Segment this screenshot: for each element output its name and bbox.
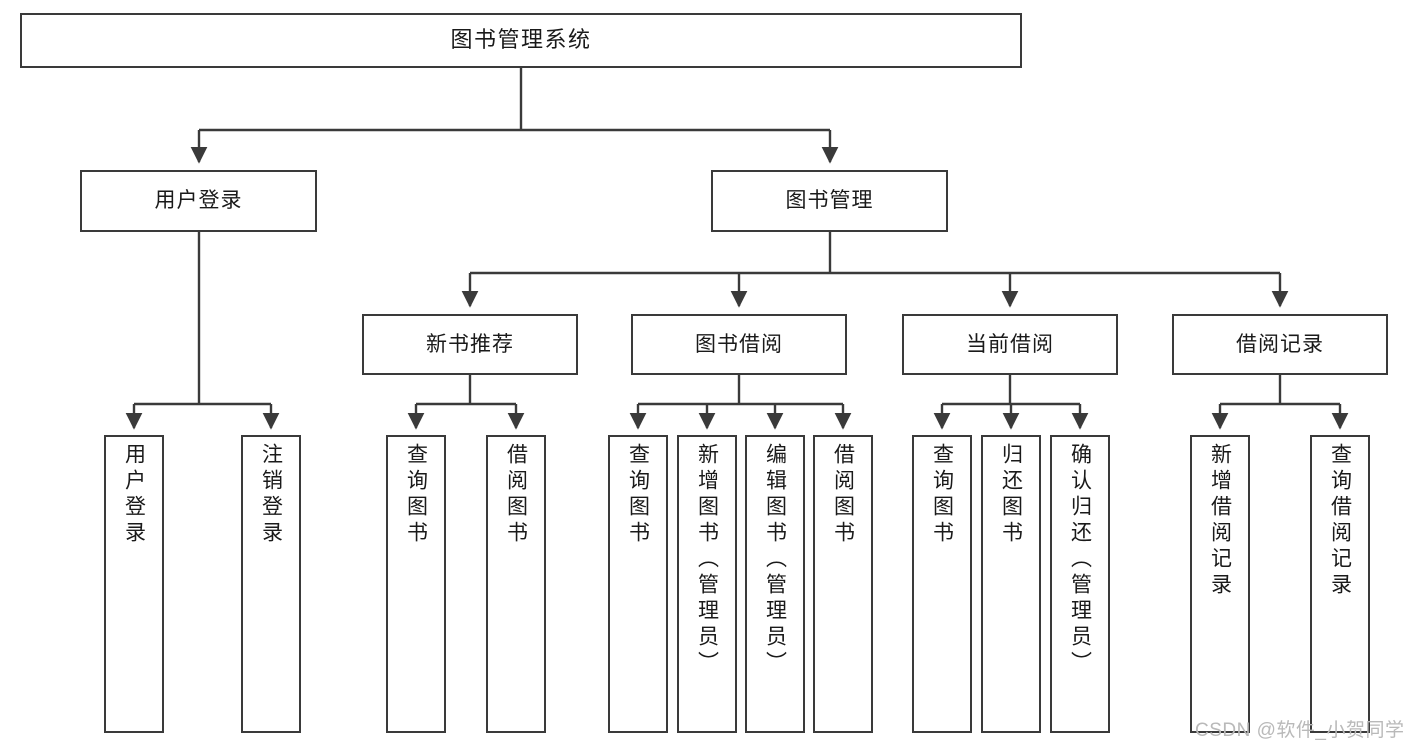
node-label: 查询借阅记录: [1328, 443, 1352, 599]
node-label: 当前借阅: [966, 332, 1054, 356]
leaf-query-book-rec[interactable]: 查询图书: [386, 435, 446, 733]
node-label: 编辑图书（管理员）: [763, 443, 787, 677]
leaf-add-borrow-record[interactable]: 新增借阅记录: [1190, 435, 1250, 733]
leaf-logout-login[interactable]: 注销登录: [241, 435, 301, 733]
leaf-edit-book-admin[interactable]: 编辑图书（管理员）: [745, 435, 805, 733]
node-borrow-record[interactable]: 借阅记录: [1172, 314, 1388, 375]
node-label: 借阅图书: [504, 443, 528, 547]
node-label: 新书推荐: [426, 332, 514, 356]
leaf-borrow-book-rec[interactable]: 借阅图书: [486, 435, 546, 733]
node-label: 确认归还（管理员）: [1068, 443, 1092, 677]
node-label: 新增图书（管理员）: [695, 443, 719, 677]
node-label: 查询图书: [404, 443, 428, 547]
node-label: 归还图书: [999, 443, 1023, 547]
node-label: 借阅记录: [1236, 332, 1324, 356]
leaf-borrow-book[interactable]: 借阅图书: [813, 435, 873, 733]
node-user-login[interactable]: 用户登录: [80, 170, 317, 232]
node-label: 用户登录: [122, 443, 146, 547]
node-label: 查询图书: [930, 443, 954, 547]
leaf-add-book-admin[interactable]: 新增图书（管理员）: [677, 435, 737, 733]
node-label: 注销登录: [259, 443, 283, 547]
node-current-borrow[interactable]: 当前借阅: [902, 314, 1118, 375]
leaf-user-login[interactable]: 用户登录: [104, 435, 164, 733]
leaf-return-book[interactable]: 归还图书: [981, 435, 1041, 733]
node-new-book-recommend[interactable]: 新书推荐: [362, 314, 578, 375]
node-root-system[interactable]: 图书管理系统: [20, 13, 1022, 68]
node-label: 图书管理系统: [450, 27, 592, 53]
node-label: 用户登录: [154, 189, 243, 213]
node-label: 借阅图书: [831, 443, 855, 547]
node-label: 图书借阅: [695, 332, 783, 356]
watermark: CSDN @软件_小贺同学: [1195, 720, 1405, 741]
node-book-borrow[interactable]: 图书借阅: [631, 314, 847, 375]
node-label: 查询图书: [626, 443, 650, 547]
leaf-confirm-return-admin[interactable]: 确认归还（管理员）: [1050, 435, 1110, 733]
node-label: 新增借阅记录: [1208, 443, 1232, 599]
leaf-query-book-current[interactable]: 查询图书: [912, 435, 972, 733]
leaf-query-book-borrow[interactable]: 查询图书: [608, 435, 668, 733]
node-book-manage[interactable]: 图书管理: [711, 170, 948, 232]
node-label: 图书管理: [785, 189, 874, 213]
leaf-query-borrow-record[interactable]: 查询借阅记录: [1310, 435, 1370, 733]
